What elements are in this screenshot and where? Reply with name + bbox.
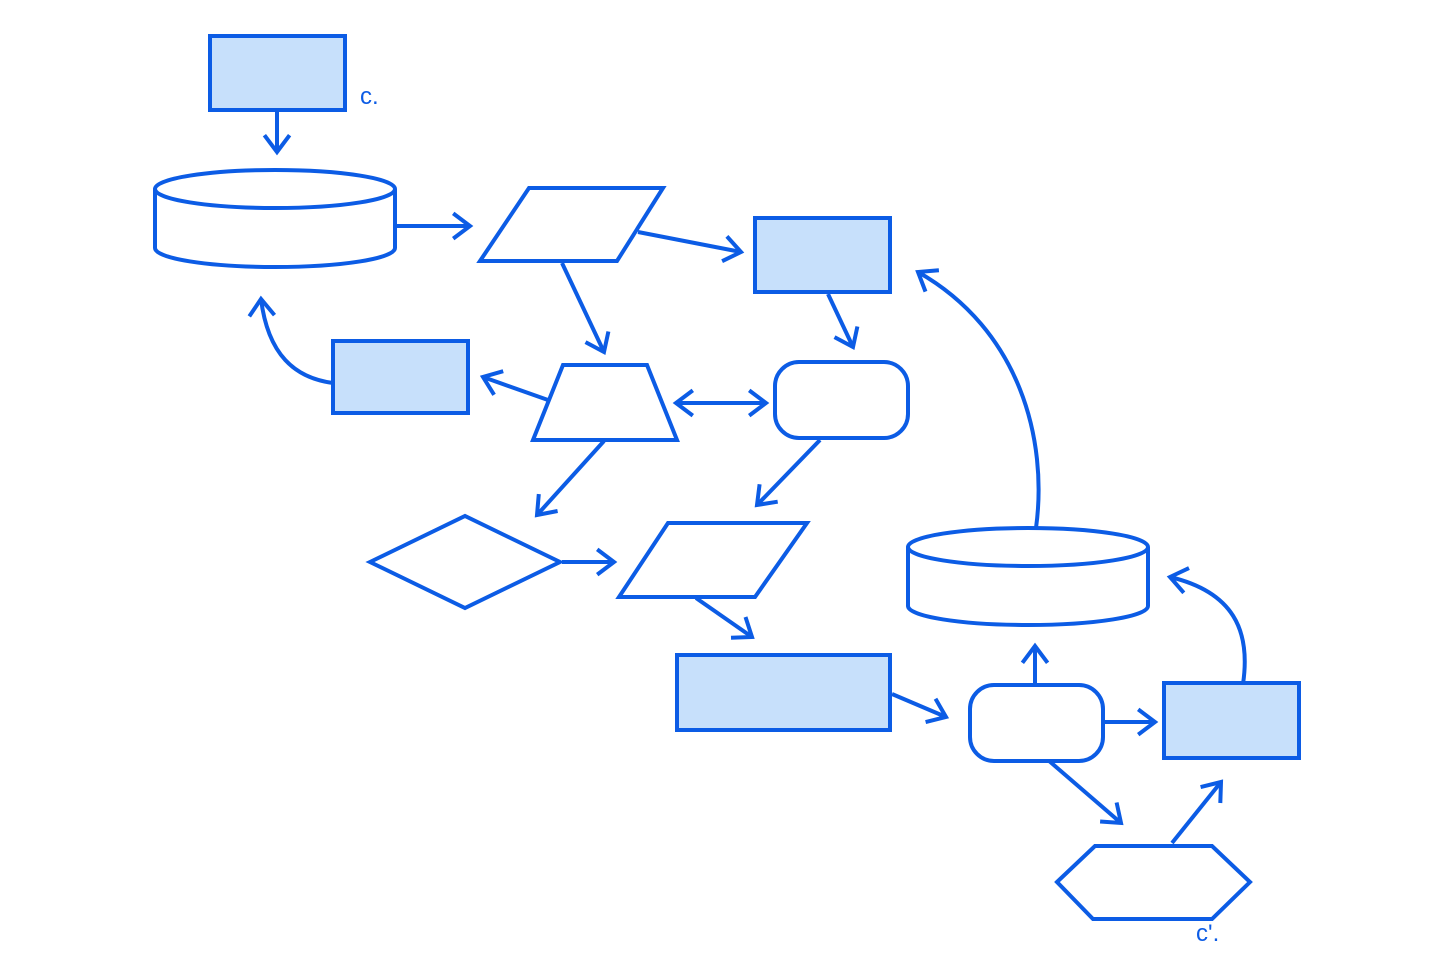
input-parallelogram-lower [615,521,811,599]
edge-trapezoid-roundmid-double-arrowhead-0 [672,388,694,418]
process-rect-mid-left [331,339,470,415]
edge-roundlower-to-cylright-arrowhead-0 [1020,642,1050,664]
edge-roundlower-to-rectbotright-arrowhead-0 [1137,707,1159,737]
database-cylinder-right-body [906,547,1150,627]
edge-rectmidleft-to-cylleft-arrowhead-0 [247,295,277,318]
edge-trapezoid-roundmid-double-arrowhead-1 [748,388,770,418]
edge-hexagon-to-rectbotright [1170,779,1224,845]
terminator-rounded-rect-lower [968,683,1105,763]
edge-paratop-to-trapezoid [560,262,611,356]
edge-paratop-to-rectupright-arrowhead-0 [721,235,745,263]
edge-diamond-to-paralower-arrowhead-0 [596,547,618,577]
edge-roundlower-to-cylright [1020,642,1050,683]
edge-hexagon-to-rectbotright-line [1170,780,1223,845]
edge-recttop-to-cylleft-arrowhead-0 [262,134,292,156]
process-rect-wide [675,653,892,732]
edge-rectupright-to-roundmid-arrowhead-0 [833,326,860,351]
edge-paralower-to-rectwide-arrowhead-0 [730,616,755,640]
edge-diamond-to-paralower [562,547,618,577]
edge-roundmid-to-paralower-arrowhead-0 [754,483,779,508]
edge-roundmid-to-paralower-line [755,438,822,507]
edge-trapezoid-to-diamond-arrowhead-0 [534,493,558,518]
preparation-hexagon [1054,844,1253,921]
edge-trapezoid-to-diamond [534,439,606,518]
edge-cylleft-to-paratop [397,211,474,241]
edge-trapezoid-to-rectmidleft [479,369,549,402]
edge-cylright-to-rectupright-arrowhead-0 [915,268,940,293]
edge-rectbotright-to-cylright [1166,566,1247,685]
edge-recttop-to-cylleft [262,112,292,156]
edge-rectupright-to-roundmid-line [826,293,855,348]
edge-roundlower-to-rectbotright [1105,707,1159,737]
database-cylinder-left-top [153,168,397,210]
edge-roundlower-to-hexagon [1046,758,1124,826]
terminator-rounded-rect-mid [773,360,910,440]
edge-roundlower-to-hexagon-line [1046,758,1123,825]
edge-trapezoid-roundmid-double [672,388,770,418]
label-c-prime: c'. [1196,920,1220,947]
edge-rectwide-to-roundlower-line [891,692,947,719]
process-rect-bottom-right [1162,681,1301,760]
database-cylinder-left [153,168,397,269]
input-parallelogram-top [476,186,667,263]
edge-rectwide-to-roundlower-arrowhead-0 [925,697,950,725]
process-rect-top [208,34,347,112]
edge-rectupright-to-roundmid [826,293,860,351]
label-c: c. [360,83,379,110]
process-rect-upper-right [753,216,892,294]
edge-trapezoid-to-diamond-line [535,439,606,517]
edge-trapezoid-to-rectmidleft-arrowhead-0 [479,369,504,396]
edge-cylright-to-rectupright-line [917,270,1041,529]
edge-paratop-to-trapezoid-line [560,262,606,353]
edge-rectmidleft-to-cylleft-line [259,298,334,385]
edge-paralower-to-rectwide [694,596,755,640]
decision-diamond [365,513,565,611]
edge-rectwide-to-roundlower [891,692,950,725]
database-cylinder-left-body [153,189,397,269]
edge-trapezoid-to-rectmidleft-line [482,375,549,402]
edge-paratop-to-trapezoid-arrowhead-0 [584,331,611,356]
edge-cylleft-to-paratop-arrowhead-0 [452,211,474,241]
edge-paratop-to-rectupright-line [637,230,742,254]
edge-rectbotright-to-cylright-arrowhead-0 [1166,566,1190,595]
database-cylinder-right-top [906,526,1150,568]
edge-roundmid-to-paralower [754,438,822,508]
edge-rectbotright-to-cylright-line [1169,575,1247,685]
manual-operation-trapezoid [530,363,680,442]
database-cylinder-right [906,526,1150,627]
edge-hexagon-to-rectbotright-arrowhead-0 [1200,779,1224,804]
edge-cylright-to-rectupright [915,268,1041,529]
edge-rectmidleft-to-cylleft [247,295,334,385]
edge-roundlower-to-hexagon-arrowhead-0 [1099,802,1124,826]
edge-paratop-to-rectupright [637,230,745,263]
edge-paralower-to-rectwide-line [694,596,754,639]
